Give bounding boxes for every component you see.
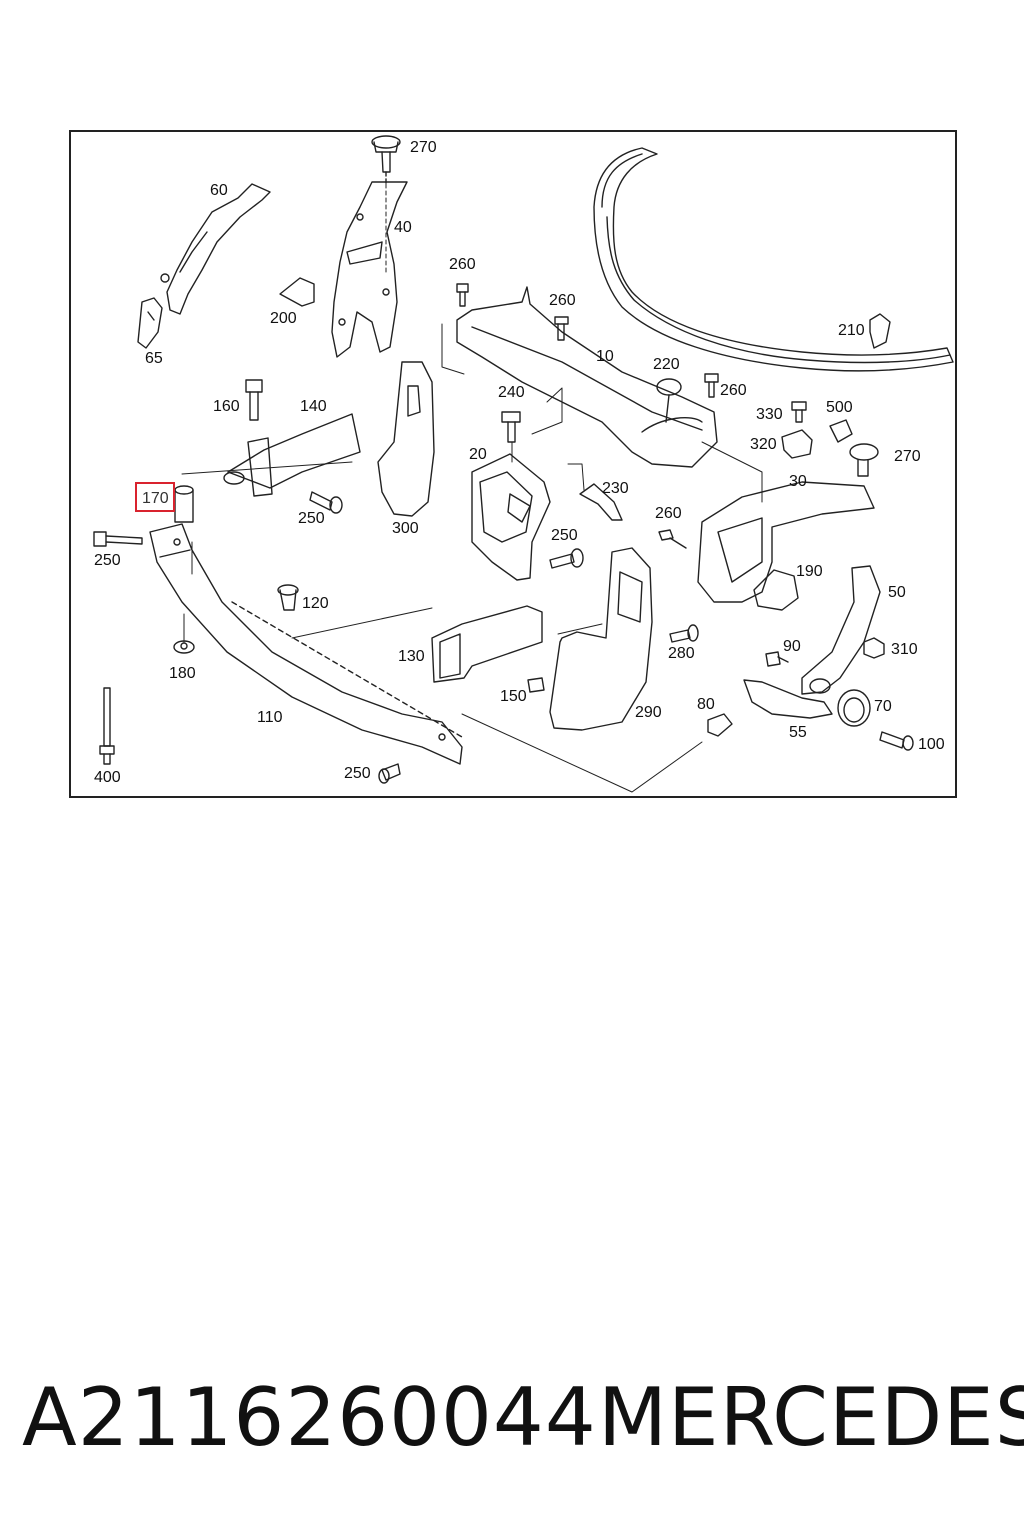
part-190-bracket [753,569,799,611]
callout-260[interactable]: 260 [549,292,576,309]
part-250-bolt-b [93,531,143,547]
callout-30[interactable]: 30 [789,473,807,490]
callout-240[interactable]: 240 [498,384,525,401]
part-55-bracket [743,679,833,719]
callout-270[interactable]: 270 [410,139,437,156]
part-280-bolt [669,624,699,643]
callout-130[interactable]: 130 [398,648,425,665]
part-60-bracket [160,183,271,315]
callout-220[interactable]: 220 [653,356,680,373]
part-80-bushing [707,713,733,737]
callout-80[interactable]: 80 [697,696,715,713]
part-250-bolt-c [549,548,584,569]
part-65-bracket [137,297,163,349]
callout-190[interactable]: 190 [796,563,823,580]
callout-60[interactable]: 60 [210,182,228,199]
callout-90[interactable]: 90 [783,638,801,655]
brand-name: MERCEDES [598,1371,1024,1464]
callout-290[interactable]: 290 [635,704,662,721]
part-400-long-bolt [99,687,115,765]
part-150-bolt [527,677,545,693]
footer-caption: A2116260044 MERCEDES [0,1370,1024,1470]
callout-400[interactable]: 400 [94,769,121,786]
callout-170-highlighted[interactable]: 170 [135,482,175,512]
part-270-clip-top [371,135,401,185]
part-270-clip-right [849,443,879,477]
callout-110[interactable]: 110 [257,709,283,726]
part-140-arm [223,413,361,497]
part-250-bolt-a [309,491,343,514]
part-220-grommet [656,378,682,423]
callout-300[interactable]: 300 [392,520,419,537]
part-240-bolt [501,411,521,443]
callout-200[interactable]: 200 [270,310,297,327]
callout-55[interactable]: 55 [789,724,807,741]
callout-230[interactable]: 230 [602,480,629,497]
part-130-mount [431,605,543,683]
callout-10[interactable]: 10 [596,348,614,365]
callout-120[interactable]: 120 [302,595,329,612]
callout-260[interactable]: 260 [720,382,747,399]
part-310-nut [863,637,885,659]
part-200-bracket [279,277,315,307]
part-230-clip [579,483,623,521]
callout-140[interactable]: 140 [300,398,327,415]
callout-250[interactable]: 250 [298,510,325,527]
callout-160[interactable]: 160 [213,398,240,415]
callout-270[interactable]: 270 [894,448,921,465]
callout-50[interactable]: 50 [888,584,906,601]
callout-500[interactable]: 500 [826,399,853,416]
callout-320[interactable]: 320 [750,436,777,453]
part-260-bolts [456,283,719,549]
part-100-bolt [879,731,914,751]
exploded-parts-drawing [93,135,954,793]
part-290-support [549,547,653,731]
part-210-crossmember [593,147,954,372]
callout-250[interactable]: 250 [551,527,578,544]
part-320-clip [781,429,813,459]
part-500-cap [829,419,853,443]
part-number: A2116260044 [22,1371,597,1464]
part-170-sleeve [174,485,194,523]
callout-250[interactable]: 250 [94,552,121,569]
part-160-bolt [245,379,263,421]
part-180-nut [173,640,195,654]
part-40-mount [331,181,408,358]
callout-65[interactable]: 65 [145,350,163,367]
callout-210[interactable]: 210 [838,322,865,339]
callout-150[interactable]: 150 [500,688,527,705]
callout-70[interactable]: 70 [874,698,892,715]
part-120-plug [277,584,299,611]
callout-310[interactable]: 310 [891,641,918,658]
callout-180[interactable]: 180 [169,665,196,682]
callout-280[interactable]: 280 [668,645,695,662]
part-70-rubber-mount [837,689,871,727]
callout-100[interactable]: 100 [918,736,945,753]
callout-260[interactable]: 260 [655,505,682,522]
callout-250[interactable]: 250 [344,765,371,782]
part-250-bolt-d [378,763,401,784]
part-10-upper-member [456,286,718,468]
callout-40[interactable]: 40 [394,219,412,236]
part-330-bolt [791,401,807,423]
part-20-bracket [471,453,551,581]
part-90-bolt [765,651,789,667]
parts-diagram-frame: 270 60 40 260 260 200 65 10 210 220 260 … [69,130,957,798]
callout-20[interactable]: 20 [469,446,487,463]
part-110-bumper-beam [149,523,463,765]
callout-260[interactable]: 260 [449,256,476,273]
assembly-guide-lines [181,183,763,793]
part-50-arm [801,565,881,695]
part-30-side-member [697,481,875,603]
part-300-support [377,361,435,517]
callout-330[interactable]: 330 [756,406,783,423]
